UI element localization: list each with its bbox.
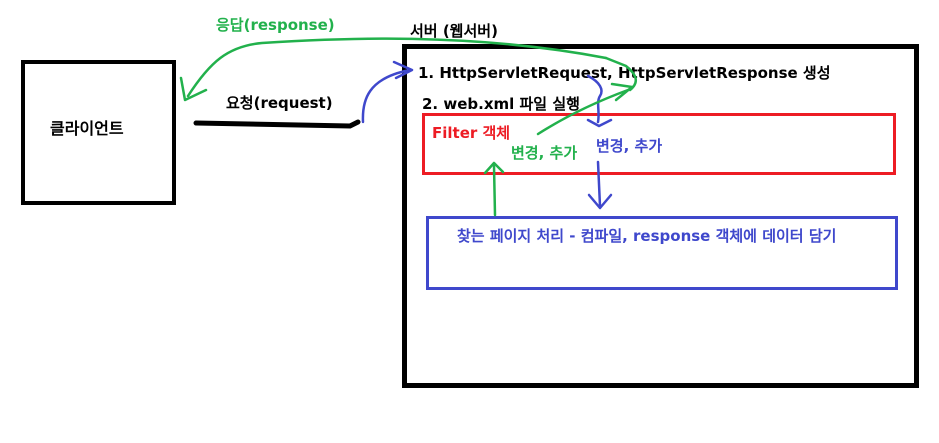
response-arrow-label: 응답(response) <box>216 16 335 34</box>
filter-box <box>422 113 896 175</box>
client-box <box>21 60 176 205</box>
server-box <box>402 44 919 388</box>
processing-label: 찾는 페이지 처리 - 컴파일, response 객체에 데이터 담기 <box>457 227 837 245</box>
filter-request-change: 변경, 추가 <box>511 144 578 162</box>
server-title: 서버 (웹서버) <box>410 22 498 40</box>
step-2-label: 2. web.xml 파일 실행 <box>422 95 580 113</box>
step-1-label: 1. HttpServletRequest, HttpServletRespon… <box>418 64 831 82</box>
request-arrow-line <box>193 119 361 129</box>
processing-box <box>426 216 898 290</box>
request-arrow-label: 요청(request) <box>226 94 333 112</box>
filter-response-change: 변경, 추가 <box>596 137 663 155</box>
client-label: 클라이언트 <box>50 119 124 138</box>
response-arrowhead <box>179 76 208 102</box>
filter-label: Filter 객체 <box>432 124 511 142</box>
